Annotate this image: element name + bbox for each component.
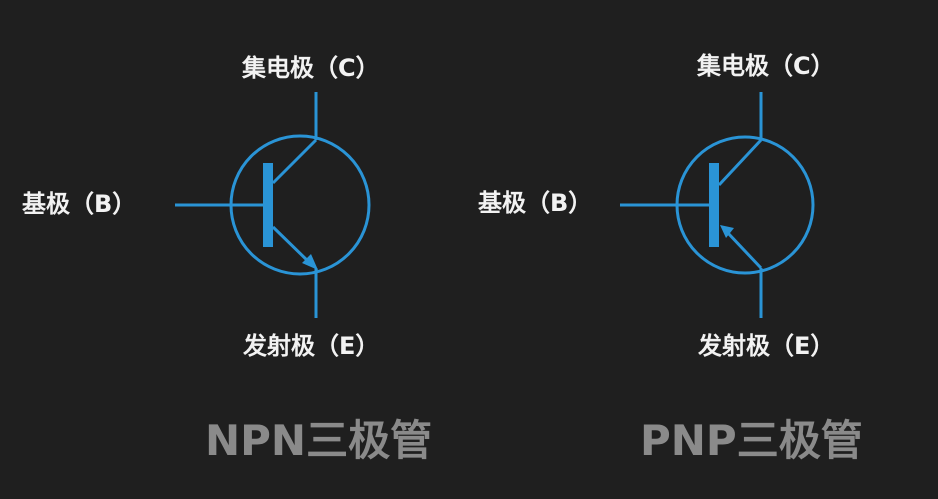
pnp-base-label: 基极（B）	[478, 189, 593, 217]
npn-title: NPN三极管	[205, 416, 433, 465]
pnp-emitter-label: 发射极（E）	[698, 332, 835, 360]
pnp-symbol	[620, 92, 815, 318]
pnp-collector-label: 集电极（C）	[697, 52, 835, 80]
pnp-title: PNP三极管	[640, 416, 863, 465]
npn-emitter-label: 发射极（E）	[243, 332, 380, 360]
npn-base-label: 基极（B）	[22, 190, 137, 218]
npn-symbol	[175, 92, 371, 318]
npn-collector-label: 集电极（C）	[242, 54, 380, 82]
